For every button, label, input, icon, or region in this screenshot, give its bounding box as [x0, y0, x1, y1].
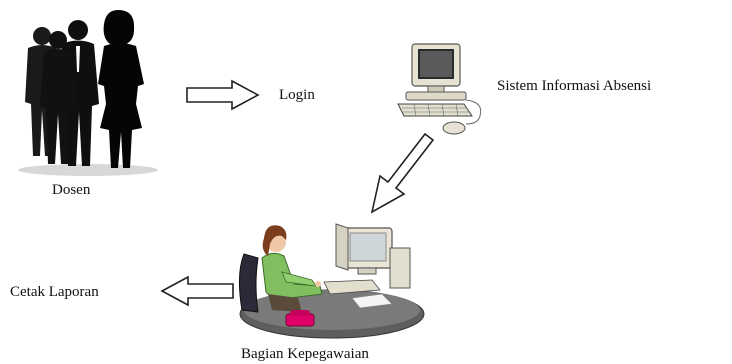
actor-label-kepegawaian: Bagian Kepegawaian: [241, 346, 369, 362]
arrow-down-left-icon: [370, 132, 435, 214]
flow-label-cetak-laporan: Cetak Laporan: [10, 284, 99, 300]
office-worker-at-computer-icon: [238, 223, 425, 339]
arrow-right-icon: [186, 79, 260, 111]
desktop-computer-icon: [397, 43, 482, 135]
actor-label-dosen: Dosen: [52, 182, 91, 198]
actor-label-sistem: Sistem Informasi Absensi: [497, 78, 652, 94]
arrow-left-icon: [160, 275, 234, 307]
flow-label-login: Login: [279, 87, 315, 103]
business-people-silhouette-icon: [18, 10, 158, 176]
